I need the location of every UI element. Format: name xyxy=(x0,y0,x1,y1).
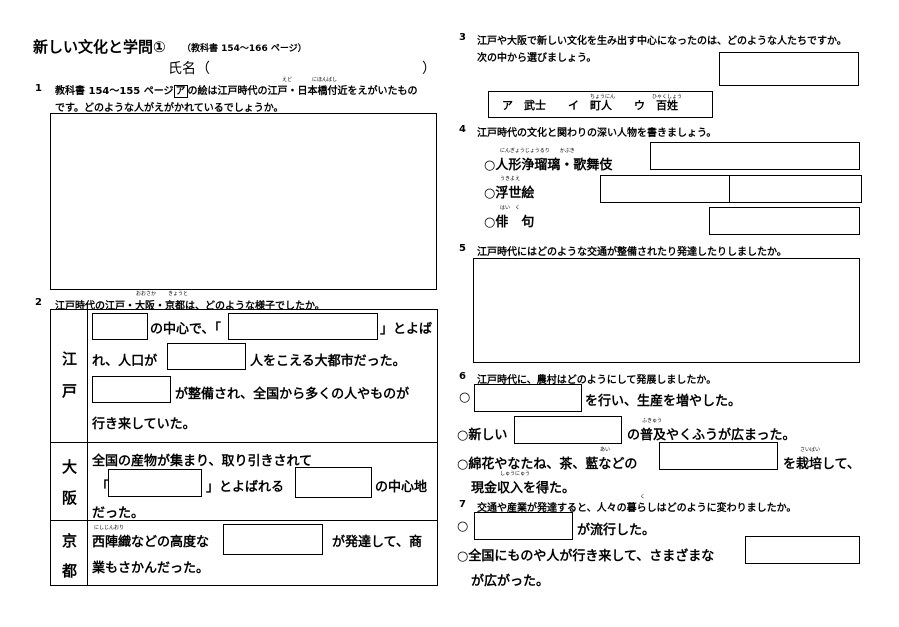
q7-number: 7 xyxy=(459,499,466,510)
q1-line1: 教科書 154～155 ページアの絵は江戸時代の江戸・日本橋付近をえがいたもの xyxy=(55,82,418,98)
q3-choices: ア 武士 イ 町人 ウ 百姓 xyxy=(502,99,678,112)
q1-mark-a: ア xyxy=(173,85,188,98)
edo-text-4: 人をこえる大都市だった。 xyxy=(250,354,406,369)
edo-blank-3[interactable] xyxy=(167,343,246,370)
q5-prompt: 江戸時代にはどのような交通が整備されたり発達したりしましたか。 xyxy=(477,247,787,258)
osaka-blank-1[interactable] xyxy=(108,469,202,497)
q7-line3: が広がった。 xyxy=(471,574,550,589)
q6-number: 6 xyxy=(459,371,466,382)
q2-number: 2 xyxy=(35,297,42,308)
q3-line2: 次の中から選びましょう。 xyxy=(477,53,597,64)
q2-ruby-osaka: おおさか xyxy=(136,291,157,297)
edo-blank-2[interactable] xyxy=(228,313,378,340)
q6-ruby-fukyu: ふきゅう xyxy=(642,418,663,424)
q4-item-2: ○浮世絵 xyxy=(484,186,535,201)
q3-line1: 江戸や大阪で新しい文化を生み出す中心になったのは、どのような人たちですか。 xyxy=(477,36,847,47)
q1-answer-box[interactable] xyxy=(50,113,437,290)
name-close-paren: ） xyxy=(422,61,436,77)
q2-table-col-divider xyxy=(87,309,88,586)
q3-ruby-chounin: ちょうにん xyxy=(590,94,616,100)
edo-label-2: 戸 xyxy=(62,382,78,400)
q6-line4: 現金収入を得た。 xyxy=(471,481,576,496)
edo-text-6: 行き来していた。 xyxy=(92,417,196,432)
osaka-text-3: 」とよばれる xyxy=(206,480,285,495)
q4-item-3: ○俳 句 xyxy=(484,215,535,230)
q1-ruby-nihonbashi: にほんばし xyxy=(312,77,338,83)
q6-ruby-shunyu: しゅうにゅう xyxy=(500,471,531,477)
osaka-label-1: 大 xyxy=(62,458,78,476)
q7-prompt: 交通や産業が発達すると、人々の暮らしはどのように変わりましたか。 xyxy=(477,503,797,514)
kyoto-label-2: 都 xyxy=(62,562,78,580)
q1-ruby-edo: えど xyxy=(282,77,293,83)
osaka-blank-2[interactable] xyxy=(295,467,372,498)
q6-line1-a: ○ xyxy=(459,390,471,405)
q4-ruby-3: はい く xyxy=(500,205,521,211)
osaka-label-2: 阪 xyxy=(62,489,78,507)
edo-text-5: が整備され、全国から多くの人やものが xyxy=(175,387,410,402)
textbook-reference: （教科書 154～166 ページ） xyxy=(182,44,307,54)
kyoto-label-1: 京 xyxy=(62,532,78,550)
q4-ruby-2: うきよえ xyxy=(500,176,521,182)
q2-table-row-divider-1 xyxy=(50,442,438,443)
q7-blank-1[interactable] xyxy=(474,512,573,540)
osaka-text-5: だった。 xyxy=(92,506,145,521)
q3-ruby-hyakusho: ひゃくしょう xyxy=(652,94,683,100)
q7-line1-a: ○ xyxy=(457,519,469,534)
q4-item-1: ○人形浄瑠璃・歌舞伎 xyxy=(484,158,613,173)
q4-prompt: 江戸時代の文化と関わりの深い人物を書きましょう。 xyxy=(477,128,717,139)
q6-prompt: 江戸時代に、農村はどのようにして発展しましたか。 xyxy=(477,375,717,386)
q2-ruby-kyoto: きょうと xyxy=(168,291,189,297)
osaka-text-1: 全国の産物が集まり、取り引きされて xyxy=(92,454,313,469)
kyoto-blank-1[interactable] xyxy=(223,524,323,555)
q5-number: 5 xyxy=(459,243,466,254)
kyoto-text-1: 西陣織などの高度な xyxy=(92,535,210,550)
q6-blank-2[interactable] xyxy=(514,416,622,444)
q2-table-row-divider-2 xyxy=(50,520,438,521)
q4-answer-3[interactable] xyxy=(709,207,860,235)
q6-ruby-ai: あい xyxy=(600,447,611,453)
q7-line1-b: が流行した。 xyxy=(577,523,656,538)
osaka-text-4: の中心地 xyxy=(375,480,428,495)
q2-prompt: 江戸時代の江戸・大阪・京都は、どのような様子でしたか。 xyxy=(55,301,325,312)
q5-answer-box[interactable] xyxy=(473,258,860,363)
q4-answer-2a[interactable] xyxy=(600,175,730,203)
q1-line1-text-b: の絵は江戸時代の江戸・日本橋付近をえがいたもの xyxy=(187,86,418,97)
q1-line1-text: 教科書 154～155 ページ xyxy=(55,86,174,97)
q6-line2-b: の普及やくふうが広まった。 xyxy=(627,428,796,443)
edo-text-1: の中心で、「 xyxy=(150,322,221,337)
q6-blank-3[interactable] xyxy=(659,442,778,470)
page-title: 新しい文化と学問① xyxy=(33,38,166,56)
q7-line2: ○全国にものや人が行き来して、さまざまな xyxy=(457,549,715,564)
q1-number: 1 xyxy=(35,83,42,94)
q4-ruby-1: にんぎょうじょうるり かぶき xyxy=(500,148,575,154)
q4-answer-2b[interactable] xyxy=(729,175,862,203)
edo-text-3: れ、人口が xyxy=(92,354,158,369)
osaka-text-2: 「 xyxy=(96,480,110,495)
edo-label-1: 江 xyxy=(62,350,78,368)
q3-number: 3 xyxy=(459,32,466,43)
kyoto-text-3: 業もさかんだった。 xyxy=(92,561,210,576)
q4-answer-1[interactable] xyxy=(650,142,860,170)
q1-line2: です。どのような人がえがかれているでしょうか。 xyxy=(55,103,284,114)
q6-blank-1[interactable] xyxy=(474,384,582,412)
name-label: 氏名（ xyxy=(168,61,210,77)
q7-ruby-kura: く xyxy=(640,494,646,500)
q6-line3-a: ○綿花やなたね、茶、藍などの xyxy=(457,457,638,472)
kyoto-text-2: が発達して、商 xyxy=(332,535,422,550)
q3-choices-box xyxy=(488,91,713,118)
q6-line1-b: を行い、生産を増やした。 xyxy=(585,394,742,409)
q3-answer-box[interactable] xyxy=(719,52,859,86)
q6-line2-a: ○新しい xyxy=(457,428,508,443)
q6-ruby-saibai: さいばい xyxy=(800,447,821,453)
q4-number: 4 xyxy=(459,124,466,135)
q6-line3-b: を栽培して、 xyxy=(783,457,860,472)
edo-blank-4[interactable] xyxy=(92,376,171,403)
edo-blank-1[interactable] xyxy=(92,313,148,340)
edo-text-2: 」とよば xyxy=(380,322,433,337)
kyoto-ruby-nishijin: にしじんおり xyxy=(94,525,125,531)
q7-blank-2[interactable] xyxy=(745,536,860,564)
